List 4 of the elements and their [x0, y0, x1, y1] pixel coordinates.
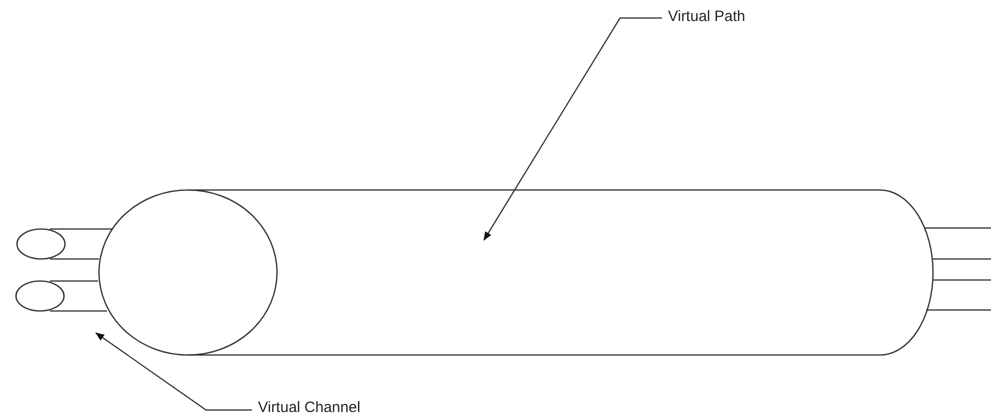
callout-label: Virtual Path — [668, 8, 746, 26]
leader-line — [95, 332, 252, 411]
callout-label: Virtual Channel — [258, 399, 360, 417]
leader-line — [483, 17, 662, 241]
